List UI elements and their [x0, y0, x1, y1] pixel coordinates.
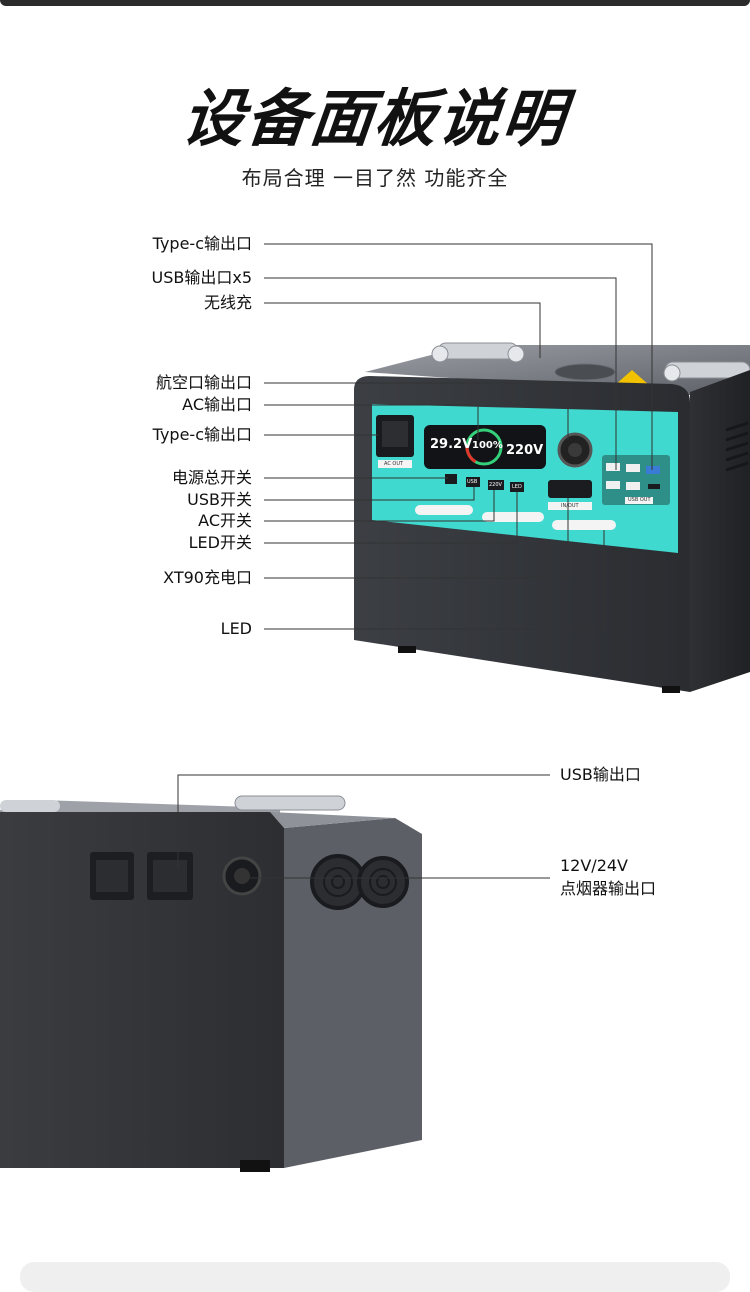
usb-switch-label: USB — [467, 479, 478, 485]
label-type-c-output: Type-c输出口 — [152, 425, 252, 444]
wireless-pad — [554, 363, 616, 381]
top-strip — [0, 0, 750, 6]
display-ac-voltage: 220V — [506, 443, 544, 458]
next-section-card — [20, 1262, 730, 1292]
left-handle — [437, 342, 519, 360]
display-percent: 100% — [472, 440, 503, 451]
label-led: LED — [220, 619, 252, 638]
label-power-switch: 电源总开关 — [171, 468, 252, 487]
front-unit — [354, 342, 750, 693]
ac-switch — [488, 480, 504, 490]
display-voltage: 29.2V — [430, 437, 473, 452]
label-xt90-charge: XT90充电口 — [163, 568, 252, 587]
label-wireless-charge: 无线充 — [203, 293, 252, 312]
lcd-display — [424, 425, 546, 469]
in-out-label: IN/OUT — [561, 503, 579, 509]
label-car-voltage: 12V/24V — [560, 856, 628, 875]
fan-1 — [310, 854, 366, 910]
label-aviation-output: 航空口输出口 — [155, 373, 252, 392]
label-back-usb-output: USB输出口 — [560, 765, 641, 784]
label-led-switch: LED开关 — [188, 533, 252, 552]
page-subtitle: 布局合理 一目了然 功能齐全 — [241, 166, 509, 190]
back-handle — [234, 795, 346, 811]
led-switch — [510, 482, 524, 492]
leader-lines — [177, 243, 653, 879]
back-unit — [0, 795, 422, 1172]
back-face — [0, 812, 284, 1168]
ac-out-label: AC OUT — [384, 461, 404, 467]
label-usb-switch: USB开关 — [187, 490, 252, 509]
xt90-port — [548, 480, 592, 498]
fan-2 — [357, 856, 409, 908]
label-ac-output: AC输出口 — [182, 395, 252, 414]
usb-switch — [466, 477, 480, 487]
ac-switch-label: 220V — [489, 482, 502, 488]
label-type-c-output-top: Type-c输出口 — [152, 234, 252, 253]
side-face — [690, 370, 750, 692]
led-switch-label: LED — [512, 484, 522, 490]
usb-out-label: USB OUT — [628, 497, 651, 503]
label-usb-output-x5: USB输出口x5 — [151, 268, 253, 287]
led-strip — [415, 505, 473, 515]
label-car-charger-output: 点烟器输出口 — [560, 879, 657, 898]
warning-icon — [615, 370, 649, 385]
power-switch — [445, 474, 457, 484]
label-ac-switch: AC开关 — [198, 511, 252, 530]
